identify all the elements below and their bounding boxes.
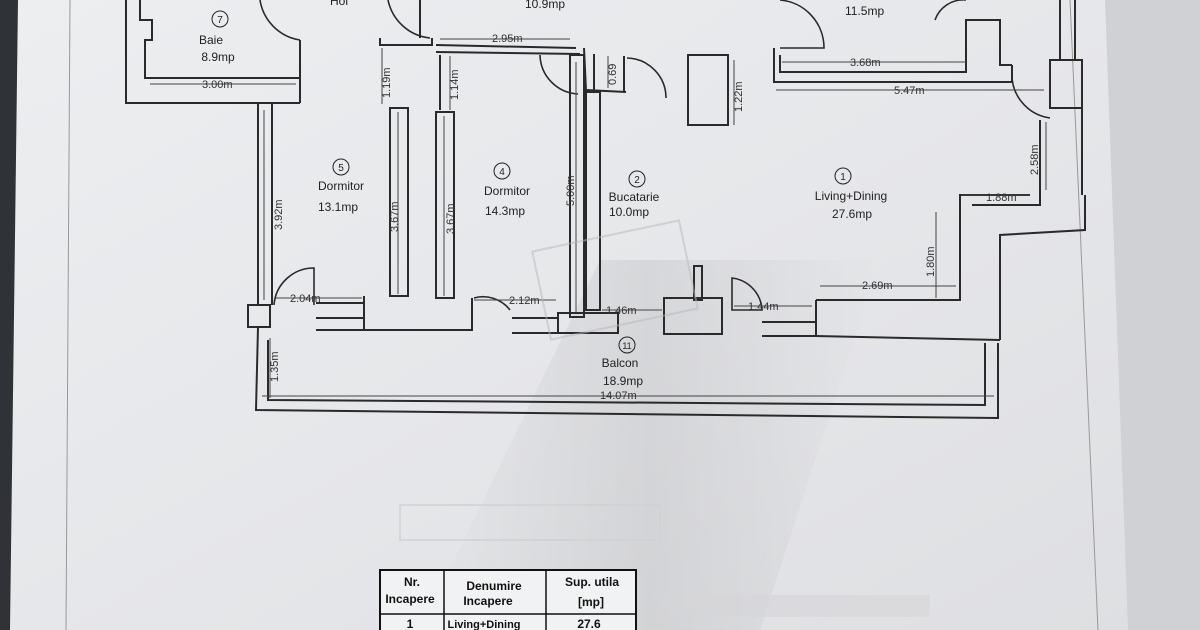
room-number-circle <box>618 336 636 354</box>
baie-name: Baie <box>199 33 223 47</box>
room-number-circle <box>834 167 852 185</box>
faded-bleedthrough <box>660 595 930 617</box>
paper-shadow <box>420 260 880 630</box>
dim-label: 1.44m <box>748 301 779 313</box>
top-right-room-area: 11.5mp <box>845 4 884 18</box>
dim-label: 2.95m <box>492 33 523 45</box>
dim-label: 2.12m <box>509 295 540 307</box>
dormitor4-name: Dormitor <box>484 184 530 198</box>
table-header-denumire-2: Incapere <box>463 594 513 608</box>
dim-label: 1.46m <box>606 305 637 317</box>
bucatarie-number: 2 <box>634 175 640 186</box>
top-left-room-area: Hol <box>330 0 348 8</box>
bucatarie-name: Bucatarie <box>609 190 660 204</box>
dim-label: 5.47m <box>894 85 925 97</box>
dim-label: 5.00m <box>565 175 577 206</box>
dormitor5-number: 5 <box>338 163 344 174</box>
room-number-circle <box>211 10 229 28</box>
page-border-left <box>65 0 71 630</box>
dim-label: 1.19m <box>381 67 393 98</box>
walls <box>125 0 1086 420</box>
table-row1-area: 27.6 <box>577 617 601 630</box>
table-header-nr-2: Incapere <box>385 592 435 606</box>
room-number-circle <box>493 162 511 180</box>
page-border-right <box>1069 0 1099 630</box>
dim-label: 3.92m <box>273 199 285 230</box>
dim-label: 3.67m <box>389 201 401 232</box>
top-mid-room-area: 10.9mp <box>525 0 565 11</box>
dim-label: 14.07m <box>600 390 637 402</box>
living-number: 1 <box>840 172 846 183</box>
doors <box>259 0 1051 311</box>
dim-label: 1.14m <box>449 69 461 100</box>
room-labels: Hol 10.9mp 11.5mp 7 Baie 8.9mp 5 Dormito… <box>199 0 887 388</box>
room-number-circle <box>628 170 646 188</box>
dormitor4-area: 14.3mp <box>485 204 525 218</box>
dormitor4-number: 4 <box>499 167 505 178</box>
dim-label: 1.88m <box>986 192 1017 204</box>
bucatarie-area: 10.0mp <box>609 205 649 219</box>
dimension-lines <box>150 38 1047 398</box>
dim-label: 0.69 <box>607 64 619 85</box>
faded-bleedthrough <box>399 504 661 541</box>
dim-label: 3.00m <box>202 79 233 91</box>
dim-label: 2.58m <box>1029 144 1041 175</box>
dim-label: 3.68m <box>850 57 881 69</box>
table-header-denumire: Denumire <box>466 579 522 593</box>
living-area: 27.6mp <box>832 207 872 221</box>
table-header-suprafata: Sup. utila <box>565 575 619 589</box>
room-number-circle <box>332 158 350 176</box>
dim-label: 2.69m <box>862 280 893 292</box>
area-table: Nr. Incapere Denumire Incapere Sup. util… <box>379 569 637 630</box>
dim-label: 2.04m <box>290 293 321 305</box>
balcon-number: 11 <box>622 341 631 351</box>
dormitor5-name: Dormitor <box>318 179 364 193</box>
dim-label: 1.22m <box>733 81 745 112</box>
table-header-suprafata-unit: [mp] <box>578 595 604 609</box>
balcon-area: 18.9mp <box>603 374 643 388</box>
table-row1-name: Living+Dining <box>447 619 520 630</box>
baie-number: 7 <box>217 15 223 26</box>
table-row1-nr: 1 <box>407 617 414 630</box>
living-name: Living+Dining <box>815 189 887 203</box>
dim-label: 3.67m <box>445 203 457 234</box>
dim-label: 1.35m <box>269 351 281 382</box>
dimension-labels: 3.00m 2.95m 3.68m 5.47m 1.19m 1.14m 0.69… <box>202 33 1041 402</box>
dim-label: 1.80m <box>925 246 937 277</box>
baie-area: 8.9mp <box>201 50 235 64</box>
dormitor5-area: 13.1mp <box>318 200 358 214</box>
balcon-name: Balcon <box>602 356 639 370</box>
table-frame <box>379 569 637 630</box>
table-header-nr: Nr. <box>404 575 420 589</box>
faded-stamp <box>531 219 699 341</box>
